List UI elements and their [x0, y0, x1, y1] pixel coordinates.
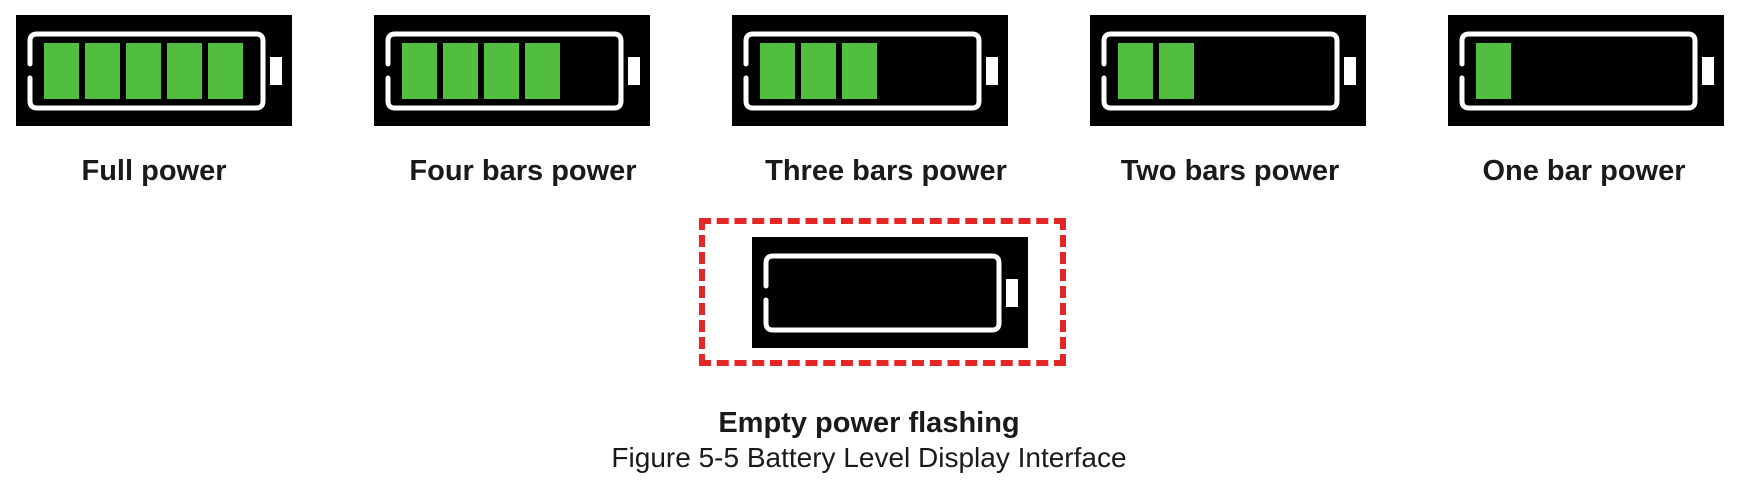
battery-outline — [1101, 31, 1340, 111]
battery-two-bars-icon — [1090, 15, 1366, 126]
battery-cell — [208, 43, 243, 99]
battery-terminal — [986, 57, 998, 85]
battery-empty-icon — [752, 237, 1028, 348]
battery-cell — [525, 43, 560, 99]
battery-graphic — [743, 31, 998, 111]
battery-cell — [760, 43, 795, 99]
battery-cell — [126, 43, 161, 99]
battery-graphic — [1459, 31, 1714, 111]
battery-cell — [1476, 43, 1511, 99]
battery-terminal — [1702, 57, 1714, 85]
battery-label-three-bars: Three bars power — [765, 155, 1007, 187]
battery-cell — [484, 43, 519, 99]
battery-graphic — [763, 253, 1018, 333]
figure-caption: Figure 5-5 Battery Level Display Interfa… — [611, 442, 1127, 473]
battery-three-bars-icon — [732, 15, 1008, 126]
battery-outline — [27, 31, 266, 111]
battery-cell — [1118, 43, 1153, 99]
battery-one-bar-icon — [1448, 15, 1724, 126]
battery-cell — [44, 43, 79, 99]
battery-label-empty: Empty power flashing — [718, 407, 1020, 439]
battery-cell — [85, 43, 120, 99]
battery-terminal — [1006, 279, 1018, 307]
battery-full-icon — [16, 15, 292, 126]
battery-graphic — [1101, 31, 1356, 111]
battery-cell — [1159, 43, 1194, 99]
battery-terminal — [1344, 57, 1356, 85]
empty-battery-highlight-frame — [699, 218, 1066, 366]
battery-outline — [763, 253, 1002, 333]
battery-outline — [385, 31, 624, 111]
battery-terminal — [628, 57, 640, 85]
battery-four-bars-icon — [374, 15, 650, 126]
battery-cell — [842, 43, 877, 99]
battery-outline — [743, 31, 982, 111]
battery-terminal — [270, 57, 282, 85]
battery-label-four-bars: Four bars power — [409, 155, 637, 187]
battery-cell — [402, 43, 437, 99]
battery-label-full: Full power — [81, 155, 227, 187]
battery-cell — [801, 43, 836, 99]
battery-graphic — [27, 31, 282, 111]
battery-graphic — [385, 31, 640, 111]
battery-cell — [443, 43, 478, 99]
battery-label-one-bar: One bar power — [1482, 155, 1686, 187]
battery-outline — [1459, 31, 1698, 111]
battery-label-two-bars: Two bars power — [1120, 155, 1340, 187]
battery-cell — [167, 43, 202, 99]
